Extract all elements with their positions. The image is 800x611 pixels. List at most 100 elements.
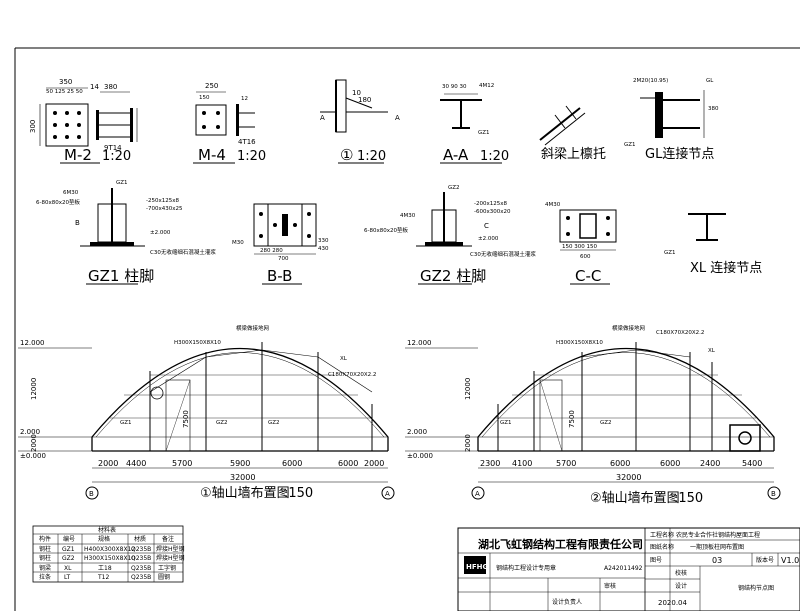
el2-span-3: 6000: [610, 459, 630, 468]
detail-gz2: GZ2 4M30 6-80x80x20垫板 -200x125x8 -600x30…: [364, 185, 536, 285]
el2-purlin: C180X70X20X2.2: [656, 330, 704, 336]
tb-approve-label: 审核: [604, 582, 616, 590]
mt-h1: 编号: [63, 535, 75, 543]
m4-dim-12: 12: [241, 96, 248, 102]
title-block: 湖北飞虹钢结构工程有限责任公司 HFHG 钢结构工程设计专用章 A2420114…: [457, 527, 800, 611]
el2-axis-a: A: [475, 490, 480, 498]
el1-gz2-a: GZ2: [216, 420, 228, 426]
tb-company: 湖北飞虹钢结构工程有限责任公司: [478, 537, 643, 551]
el2-beam: H300X150X8X10: [556, 340, 603, 346]
detail-purlin: 斜梁上檩托: [539, 105, 606, 162]
m2-dim-sub: 50 125 25 50: [46, 89, 83, 95]
bb-bolt: M30: [232, 240, 244, 246]
el2-note: 横梁做接地网: [612, 324, 646, 332]
el1-gz1: GZ1: [120, 420, 132, 426]
gz2-label: GZ2 柱脚: [420, 267, 486, 285]
el2-span-4: 6000: [660, 459, 680, 468]
tb-sheet-note: 钢结构节点图: [738, 584, 774, 592]
mt-r1c4: 焊接H型钢: [156, 554, 185, 562]
bb-label: B-B: [267, 267, 292, 285]
gl-bolts: 2M20(10.95): [633, 78, 668, 84]
detail-bb: M30 280 280 700 330 430 B-B: [232, 203, 329, 285]
gz1-grout: C30无收缩细石混凝土灌浆: [150, 248, 216, 256]
mt-r0c0: 钢柱: [39, 545, 51, 553]
detail-cc: 4M30 150 300 150 600 C-C: [545, 202, 617, 285]
el1-h7500: 7500: [182, 410, 190, 428]
mt-r2c0: 钢梁: [39, 564, 51, 572]
gz2-plate1: -200x125x8: [474, 201, 507, 207]
el1-xl: XL: [340, 356, 348, 362]
bb-total: 700: [278, 256, 289, 262]
m2-label: M-2: [64, 146, 92, 164]
gz2-grout: C30无收缩细石混凝土灌浆: [470, 250, 536, 258]
tb-logo: HFHG: [466, 563, 488, 571]
el2-span-0: 2300: [480, 459, 500, 468]
gz2-pad: 6-80x80x20垫板: [364, 226, 408, 234]
detail-gl: 2M20(10.95) GL 380 GZ1 GL连接节点: [624, 78, 719, 162]
el2-scale: :150: [674, 491, 703, 506]
d1-dim-180: 180: [358, 96, 371, 104]
gz1-pad: 6-80x80x20垫板: [36, 198, 80, 206]
mt-r3c3: Q235B: [131, 574, 151, 581]
gz1-gz: GZ1: [116, 180, 128, 186]
mt-h2: 规格: [98, 535, 110, 543]
cc-dims: 150 300 150: [562, 244, 597, 250]
d1-dim-10: 10: [352, 89, 361, 97]
tb-version-label: 版本号: [756, 556, 774, 564]
el1-gz2-beam: H300X150X8X10: [174, 340, 221, 346]
tb-design-label: 设计: [675, 582, 687, 590]
el2-h7500: 7500: [568, 410, 576, 428]
purlin-label: 斜梁上檩托: [541, 147, 606, 162]
m2-scale: 1:20: [102, 149, 131, 164]
mt-r0c3: Q235B: [131, 546, 151, 553]
xl-gz: GZ1: [664, 250, 676, 256]
m4-dim-top: 250: [205, 82, 218, 90]
aa-dims: 30 90 30: [442, 84, 467, 90]
el1-axis-b: B: [89, 490, 94, 498]
el1-note: 横梁做接地网: [236, 324, 270, 332]
el1-purlin: C180X70X20X2.2: [328, 372, 376, 378]
aa-label: A-A: [443, 146, 469, 164]
mt-h4: 备注: [162, 535, 174, 543]
el2-gz1: GZ1: [500, 420, 512, 426]
el1-span-6: 2000: [364, 459, 384, 468]
el1-gz2-b: GZ2: [268, 420, 280, 426]
detail-m2: 350 50 125 25 50 380 14 9T14 300 M-2 1:2…: [29, 78, 138, 164]
mt-title: 材料表: [98, 526, 116, 534]
gz2-gz: GZ2: [448, 185, 460, 191]
m4-note: 4T16: [238, 138, 256, 146]
cc-label: C-C: [575, 267, 601, 285]
el1-level-12: 12.000: [20, 339, 45, 347]
mt-r3c0: 拉条: [39, 573, 51, 581]
gl-gl: GL: [706, 78, 714, 84]
tb-project: 农民专业合作社钢结构屋面工程: [676, 531, 760, 539]
gl-dim-380: 380: [708, 106, 719, 112]
el1-span-2: 5700: [172, 459, 192, 468]
el2-xl: XL: [708, 348, 716, 354]
cc-bolts: 4M30: [545, 202, 561, 208]
el1-scale: :150: [284, 486, 313, 501]
mt-r1c0: 钢柱: [39, 554, 51, 562]
d1-mark-a2: A: [395, 114, 400, 122]
el2-span-1: 4100: [512, 459, 532, 468]
detail-xl: GZ1 XL 连接节点: [664, 213, 762, 276]
el2-h12000: 12000: [464, 378, 472, 400]
el1-span-5: 6000: [338, 459, 358, 468]
m2-note: 9T14: [104, 144, 122, 152]
el1-level-2: 2.000: [20, 428, 40, 436]
d1-scale: 1:20: [357, 149, 386, 164]
gz1-level: ±2.000: [150, 230, 171, 236]
mt-h3: 材质: [134, 535, 146, 543]
mt-r1c3: Q235B: [131, 555, 151, 562]
detail-gz1: GZ1 6M30 6-80x80x20垫板 -250x125x8 -700x43…: [36, 180, 216, 285]
cc-total: 600: [580, 254, 591, 260]
gz1-bolts: 6M30: [63, 190, 79, 196]
el2-axis-b: B: [771, 490, 776, 498]
mt-r2c1: XL: [64, 565, 72, 572]
gz2-c: C: [484, 222, 489, 230]
bb-330: 330: [318, 238, 329, 244]
tb-design-note: 钢结构工程设计专用章: [496, 564, 556, 572]
gl-gz: GZ1: [624, 142, 636, 148]
m4-label: M-4: [198, 146, 226, 164]
